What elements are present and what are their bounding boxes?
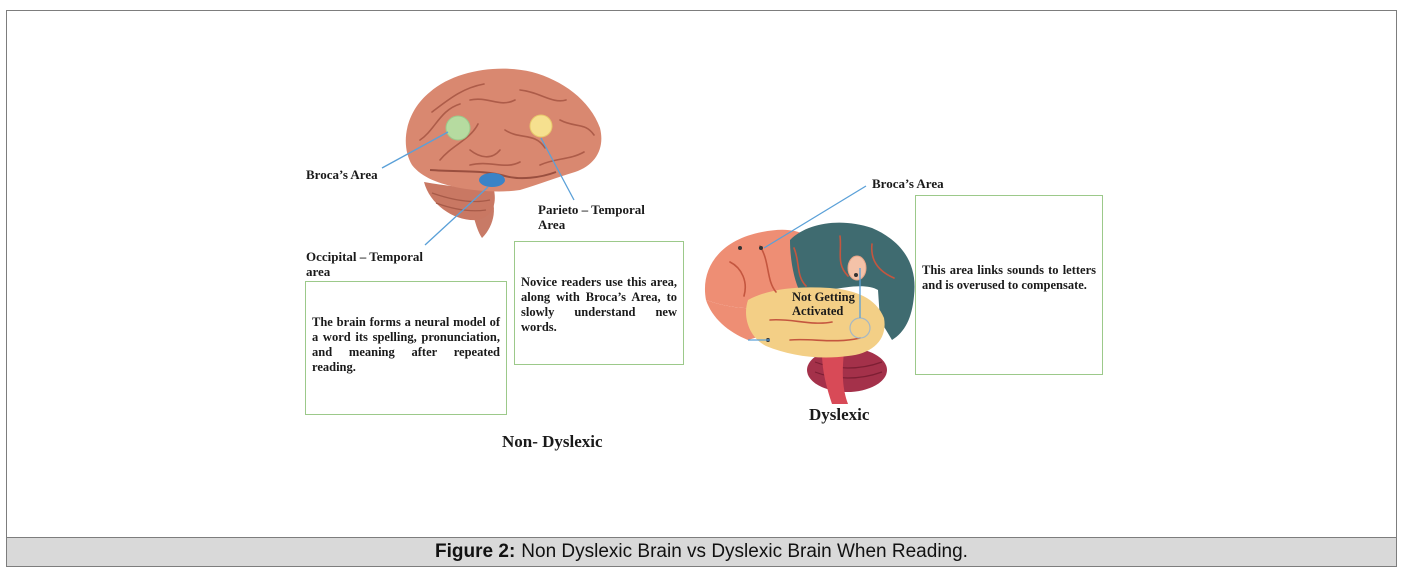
sounds-to-letters-textbox: This area links sounds to letters and is… [915,195,1103,375]
non-dyslexic-title: Non- Dyslexic [502,432,603,452]
broca-area-marker [446,116,470,140]
novice-readers-textbox: Novice readers use this area, along with… [514,241,684,365]
parieto-temporal-label: Parieto – Temporal Area [538,202,648,232]
figure-caption: Figure 2: Non Dyslexic Brain vs Dyslexic… [6,537,1397,567]
dyslexic-broca-area-label: Broca’s Area [872,176,944,191]
broca-area-label: Broca’s Area [306,167,378,182]
not-getting-activated-label: Not Getting Activated [792,290,872,318]
caption-text: Non Dyslexic Brain vs Dyslexic Brain Whe… [521,541,968,563]
neural-model-textbox: The brain forms a neural model of a word… [305,281,507,415]
occipital-temporal-label: Occipital – Temporal area [306,249,446,279]
parieto-temporal-marker [530,115,552,137]
occipital-temporal-marker [479,173,505,187]
dyslexic-title: Dyslexic [809,405,869,425]
caption-prefix: Figure 2: [435,541,515,563]
